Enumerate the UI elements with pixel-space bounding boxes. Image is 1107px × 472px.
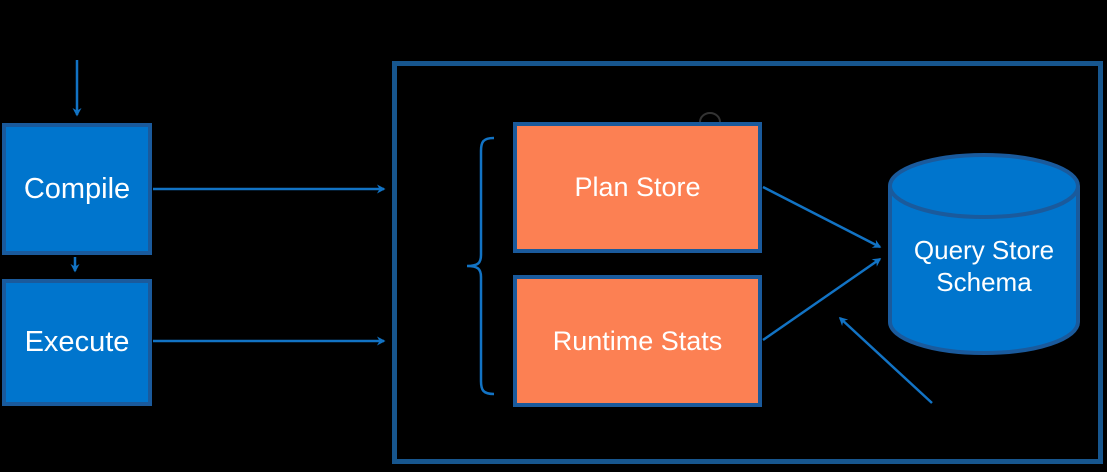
query-store-container-box: [392, 61, 1103, 464]
node-execute: Execute: [2, 279, 152, 406]
node-compile-label: Compile: [23, 172, 131, 205]
node-query-store-schema-label-wrap: Query Store Schema: [897, 234, 1071, 298]
node-runtime-stats: Runtime Stats: [513, 275, 762, 407]
node-plan-store-label: Plan Store: [574, 172, 701, 202]
node-compile: Compile: [2, 123, 152, 255]
node-runtime-stats-label: Runtime Stats: [552, 325, 723, 356]
node-query-store-schema-label: Query Store Schema: [913, 235, 1055, 297]
node-plan-store: Plan Store: [513, 122, 762, 253]
node-execute-label: Execute: [24, 326, 130, 358]
